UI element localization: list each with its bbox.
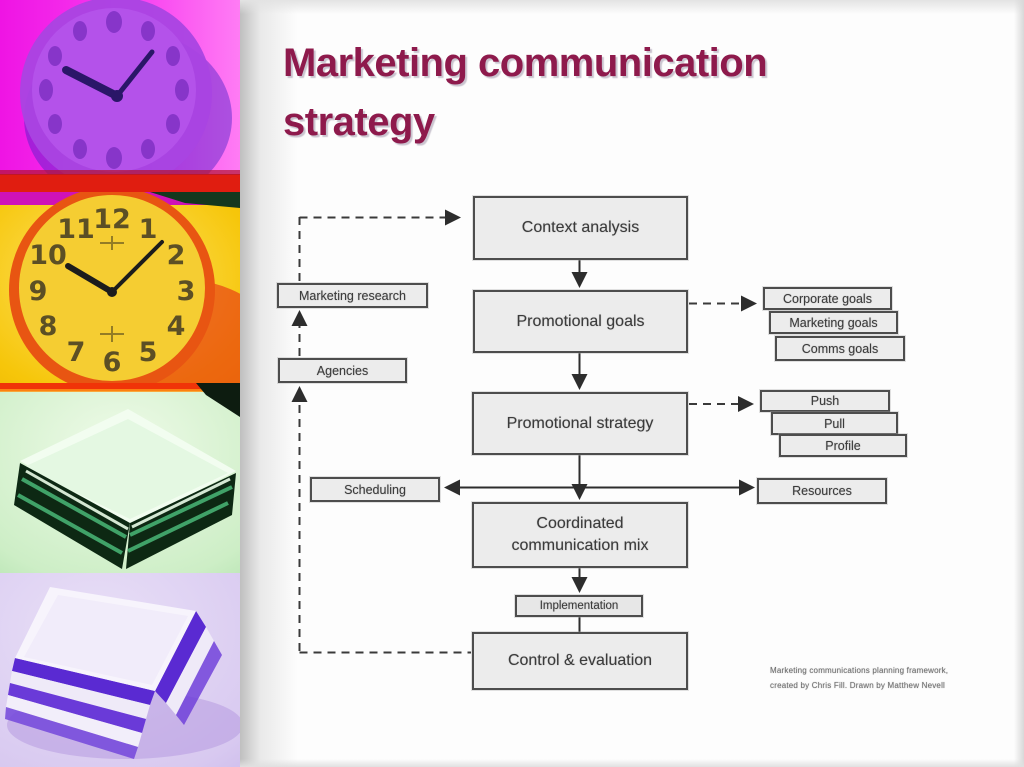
magenta-clock-photo [0,0,240,192]
node-context-analysis: Context analysis [473,196,688,260]
node-coordinated-line2: communication mix [511,537,649,554]
green-papers-photo [0,383,240,573]
svg-text:11: 11 [57,214,95,245]
svg-text:10: 10 [29,240,67,271]
node-implementation: Implementation [515,595,643,617]
svg-text:12: 12 [93,204,131,235]
svg-text:6: 6 [103,347,122,378]
node-marketing-goals: Marketing goals [769,311,898,334]
node-comms-goals: Comms goals [775,336,905,361]
diagram-caption: Marketing communications planning framew… [770,663,1020,693]
node-promotional-strategy: Promotional strategy [472,392,688,455]
purple-papers-image [0,573,240,767]
slide-top-shading [240,0,1024,14]
node-control-evaluation: Control & evaluation [472,632,688,690]
node-pull: Pull [771,412,898,435]
caption-line1: Marketing communications planning framew… [770,666,949,675]
slide-bottom-shading [240,759,1024,767]
magenta-clock-image [0,0,240,192]
node-push: Push [760,390,890,412]
slide-left-shading [240,0,298,767]
node-scheduling: Scheduling [310,477,440,502]
node-corporate-goals: Corporate goals [763,287,892,310]
node-coordinated-line1: Coordinated [536,515,624,532]
svg-text:8: 8 [39,311,58,342]
node-profile: Profile [779,434,907,457]
svg-text:2: 2 [167,240,186,271]
svg-text:4: 4 [167,311,186,342]
svg-text:3: 3 [177,276,196,307]
slide-right-shading [1014,0,1024,767]
svg-text:9: 9 [29,276,48,307]
svg-text:5: 5 [139,337,158,368]
node-marketing-research: Marketing research [277,283,428,308]
node-resources: Resources [757,478,887,504]
svg-text:7: 7 [67,337,86,368]
slide-title: Marketing communication strategy [283,41,768,144]
caption-line2: created by Chris Fill. Drawn by Matthew … [770,681,946,690]
green-papers-image [0,383,240,573]
node-promotional-goals: Promotional goals [473,290,688,353]
node-agencies: Agencies [278,358,407,383]
svg-text:1: 1 [139,214,158,245]
purple-papers-photo [0,573,240,767]
node-coordinated-communication-mix: Coordinated communication mix [472,502,688,568]
